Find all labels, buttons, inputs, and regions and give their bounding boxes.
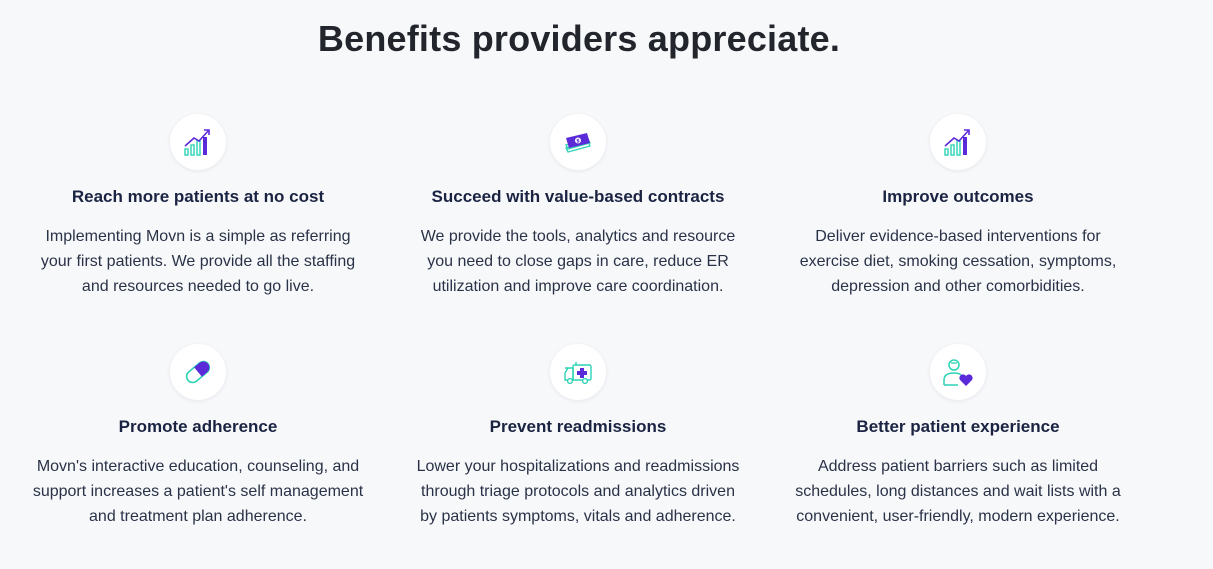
benefit-description-line: through triage protocols and analytics d…: [421, 483, 735, 500]
benefit-description-line: Deliver evidence-based interventions for: [815, 228, 1101, 245]
ambulance-icon: [550, 344, 606, 400]
benefit-description-line: exercise diet, smoking cessation, sympto…: [799, 253, 1117, 270]
benefit-card-adherence: Promote adherence Movn's interactive edu…: [8, 344, 388, 529]
benefit-description-line: We provide the tools, analytics and reso…: [420, 228, 736, 245]
benefit-card-readmissions: Prevent readmissions Lower your hospital…: [388, 344, 768, 529]
benefit-card-value-based: $ Succeed with value-based contracts We …: [388, 114, 768, 299]
benefit-description-line: Address patient barriers such as limited: [817, 458, 1099, 475]
benefit-card-reach-patients: Reach more patients at no cost Implement…: [8, 114, 388, 299]
benefit-description-line: utilization and improve care coordinatio…: [432, 278, 724, 295]
pill-capsule-icon: [170, 344, 226, 400]
benefit-description-line: and resources needed to go live.: [81, 278, 315, 295]
benefit-description: Lower your hospitalizations and readmiss…: [388, 454, 768, 529]
benefit-description-line: Implementing Movn is a simple as referri…: [45, 228, 351, 245]
benefit-title: Better patient experience: [856, 417, 1060, 436]
benefit-description: Implementing Movn is a simple as referri…: [8, 224, 388, 299]
benefit-title: Promote adherence: [118, 417, 278, 436]
benefit-card-patient-experience: Better patient experience Address patien…: [768, 344, 1148, 529]
benefit-card-improve-outcomes: Improve outcomes Deliver evidence-based …: [768, 114, 1148, 299]
money-stack-icon: $: [550, 114, 606, 170]
benefit-description-line: by patients symptoms, vitals and adheren…: [420, 508, 736, 525]
benefit-description: We provide the tools, analytics and reso…: [388, 224, 768, 299]
svg-text:$: $: [576, 139, 580, 145]
benefit-description-line: and treatment plan adherence.: [89, 508, 307, 525]
benefit-description-line: you need to close gaps in care, reduce E…: [427, 253, 729, 270]
benefit-description-line: Lower your hospitalizations and readmiss…: [416, 458, 740, 475]
benefit-title: Prevent readmissions: [489, 417, 667, 436]
benefit-description-line: support increases a patient's self manag…: [32, 483, 364, 500]
benefit-title: Succeed with value-based contracts: [431, 187, 725, 206]
benefit-title: Reach more patients at no cost: [71, 187, 325, 206]
benefit-description-line: Movn's interactive education, counseling…: [36, 458, 360, 475]
benefit-description: Movn's interactive education, counseling…: [8, 454, 388, 529]
benefit-title: Improve outcomes: [882, 187, 1034, 206]
section-title: Benefits providers appreciate.: [317, 18, 841, 59]
growth-chart-icon: [930, 114, 986, 170]
patient-heart-icon: [930, 344, 986, 400]
benefit-description-line: depression and other comorbidities.: [831, 278, 1085, 295]
benefit-description-line: your first patients. We provide all the …: [40, 253, 356, 270]
benefit-description-line: convenient, user-friendly, modern experi…: [796, 508, 1120, 525]
benefit-description: Address patient barriers such as limited…: [768, 454, 1148, 529]
growth-chart-icon: [170, 114, 226, 170]
benefit-description-line: schedules, long distances and wait lists…: [795, 483, 1121, 500]
benefit-description: Deliver evidence-based interventions for…: [768, 224, 1148, 299]
